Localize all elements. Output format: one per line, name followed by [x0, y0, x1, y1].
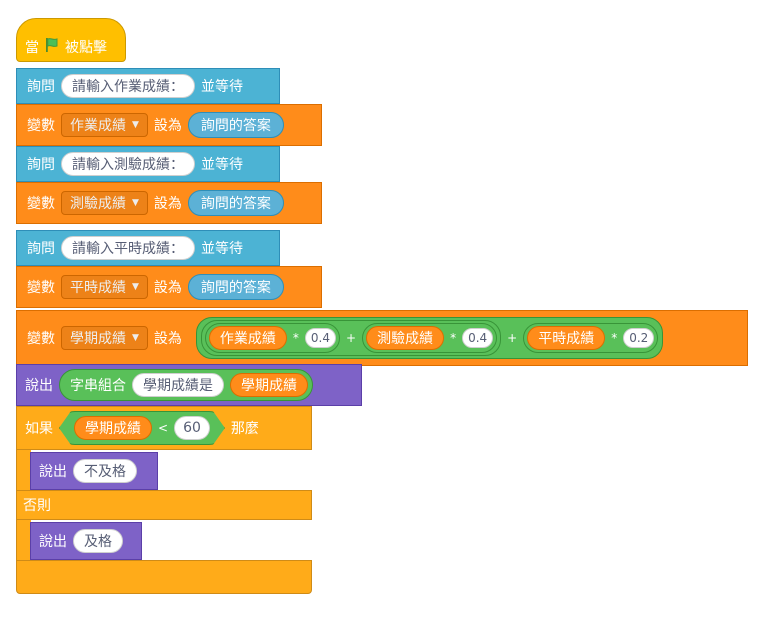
- if-arm-left: [16, 450, 31, 490]
- less-than-symbol: <: [158, 421, 169, 435]
- plus-symbol: +: [507, 331, 518, 345]
- set-variable-block-4[interactable]: 變數 學期成績 ▼ 設為 作業成績 * 0.4 + 測驗成績 * 0.4 + 平…: [16, 310, 748, 366]
- variable-reporter-semester[interactable]: 學期成績: [74, 416, 152, 440]
- set-label: 變數: [27, 196, 55, 212]
- set-variable-block-1[interactable]: 變數 作業成績 ▼ 設為 詢問的答案: [16, 104, 322, 146]
- variable-name: 學期成績: [70, 331, 126, 347]
- ask-and-wait-block-1[interactable]: 詢問 請輸入作業成績： 並等待: [16, 68, 280, 104]
- answer-reporter[interactable]: 詢問的答案: [187, 274, 284, 300]
- ask-label: 詢問: [27, 79, 55, 95]
- multiply-operator-3[interactable]: 平時成績 * 0.2: [523, 323, 659, 353]
- variable-reporter-semester[interactable]: 學期成績: [230, 373, 308, 397]
- say-text-input[interactable]: 不及格: [73, 459, 137, 483]
- weight-input-3[interactable]: 0.2: [623, 328, 655, 348]
- set-to-label: 設為: [153, 196, 182, 212]
- ask-prompt-input[interactable]: 請輸入平時成績：: [61, 236, 195, 260]
- variable-name: 作業成績: [70, 118, 126, 134]
- multiply-symbol: *: [611, 331, 618, 345]
- if-else-block-header[interactable]: 如果 學期成績 < 60 那麼: [16, 406, 312, 450]
- ask-and-wait-block-3[interactable]: 詢問 請輸入平時成績： 並等待: [16, 230, 280, 266]
- multiply-symbol: *: [292, 331, 299, 345]
- join-text-input[interactable]: 學期成績是: [132, 373, 224, 397]
- variable-reporter-daily[interactable]: 平時成績: [527, 326, 606, 350]
- set-to-label: 設為: [153, 118, 182, 134]
- add-operator-inner[interactable]: 作業成績 * 0.4 + 測驗成績 * 0.4: [200, 320, 502, 356]
- multiply-operator-1[interactable]: 作業成績 * 0.4: [204, 323, 341, 353]
- hat-label-before: 當: [25, 40, 39, 56]
- chevron-down-icon: ▼: [132, 120, 139, 130]
- set-to-label: 設為: [153, 331, 182, 347]
- then-label: 那麼: [230, 421, 259, 437]
- else-label: 否則: [23, 498, 51, 514]
- say-fail-block[interactable]: 說出 不及格: [30, 452, 158, 490]
- say-block[interactable]: 說出 字串組合 學期成績是 學期成績: [16, 364, 362, 406]
- chevron-down-icon: ▼: [132, 333, 139, 343]
- ask-suffix: 並等待: [201, 79, 243, 95]
- say-pass-block[interactable]: 說出 及格: [30, 522, 142, 560]
- add-operator-outer[interactable]: 作業成績 * 0.4 + 測驗成績 * 0.4 + 平時成績 * 0.2: [195, 317, 664, 359]
- set-label: 變數: [27, 280, 55, 296]
- if-else-block-footer: [16, 560, 312, 594]
- say-text-input[interactable]: 及格: [73, 529, 123, 553]
- say-label: 說出: [25, 378, 53, 394]
- variable-name: 測驗成績: [70, 196, 126, 212]
- else-section[interactable]: 否則: [16, 490, 312, 520]
- variable-reporter-quiz[interactable]: 測驗成績: [366, 326, 445, 350]
- else-arm-left: [16, 520, 31, 562]
- plus-symbol: +: [346, 331, 357, 345]
- variable-name: 平時成績: [70, 280, 126, 296]
- weight-input-1[interactable]: 0.4: [304, 328, 337, 348]
- variable-dropdown[interactable]: 作業成績 ▼: [61, 113, 148, 137]
- set-label: 變數: [27, 331, 55, 347]
- say-label: 說出: [39, 534, 67, 550]
- variable-reporter-homework[interactable]: 作業成績: [208, 326, 287, 350]
- set-variable-block-3[interactable]: 變數 平時成績 ▼ 設為 詢問的答案: [16, 266, 322, 308]
- multiply-operator-2[interactable]: 測驗成績 * 0.4: [362, 323, 498, 353]
- when-flag-clicked-block[interactable]: 當 被點擊: [16, 18, 126, 62]
- chevron-down-icon: ▼: [132, 198, 139, 208]
- set-variable-block-2[interactable]: 變數 測驗成績 ▼ 設為 詢問的答案: [16, 182, 322, 224]
- join-label: 字串組合: [70, 378, 126, 394]
- variable-dropdown[interactable]: 平時成績 ▼: [61, 275, 148, 299]
- threshold-input[interactable]: 60: [174, 416, 210, 440]
- answer-reporter[interactable]: 詢問的答案: [187, 112, 284, 138]
- multiply-symbol: *: [450, 331, 457, 345]
- ask-suffix: 並等待: [201, 241, 243, 257]
- ask-label: 詢問: [27, 241, 55, 257]
- hat-label-after: 被點擊: [65, 40, 107, 56]
- ask-prompt-input[interactable]: 請輸入作業成績：: [61, 74, 195, 98]
- weight-input-2[interactable]: 0.4: [462, 328, 494, 348]
- green-flag-icon: [44, 37, 60, 57]
- set-to-label: 設為: [153, 280, 182, 296]
- less-than-operator[interactable]: 學期成績 < 60: [59, 411, 225, 445]
- variable-dropdown[interactable]: 測驗成績 ▼: [61, 191, 148, 215]
- say-label: 說出: [39, 464, 67, 480]
- ask-and-wait-block-2[interactable]: 詢問 請輸入測驗成績： 並等待: [16, 146, 280, 182]
- ask-prompt-input[interactable]: 請輸入測驗成績：: [61, 152, 195, 176]
- set-label: 變數: [27, 118, 55, 134]
- chevron-down-icon: ▼: [132, 282, 139, 292]
- ask-label: 詢問: [27, 157, 55, 173]
- answer-reporter[interactable]: 詢問的答案: [187, 190, 284, 216]
- ask-suffix: 並等待: [201, 157, 243, 173]
- join-operator[interactable]: 字串組合 學期成績是 學期成績: [59, 369, 313, 401]
- if-label: 如果: [25, 421, 53, 437]
- variable-dropdown[interactable]: 學期成績 ▼: [61, 326, 148, 350]
